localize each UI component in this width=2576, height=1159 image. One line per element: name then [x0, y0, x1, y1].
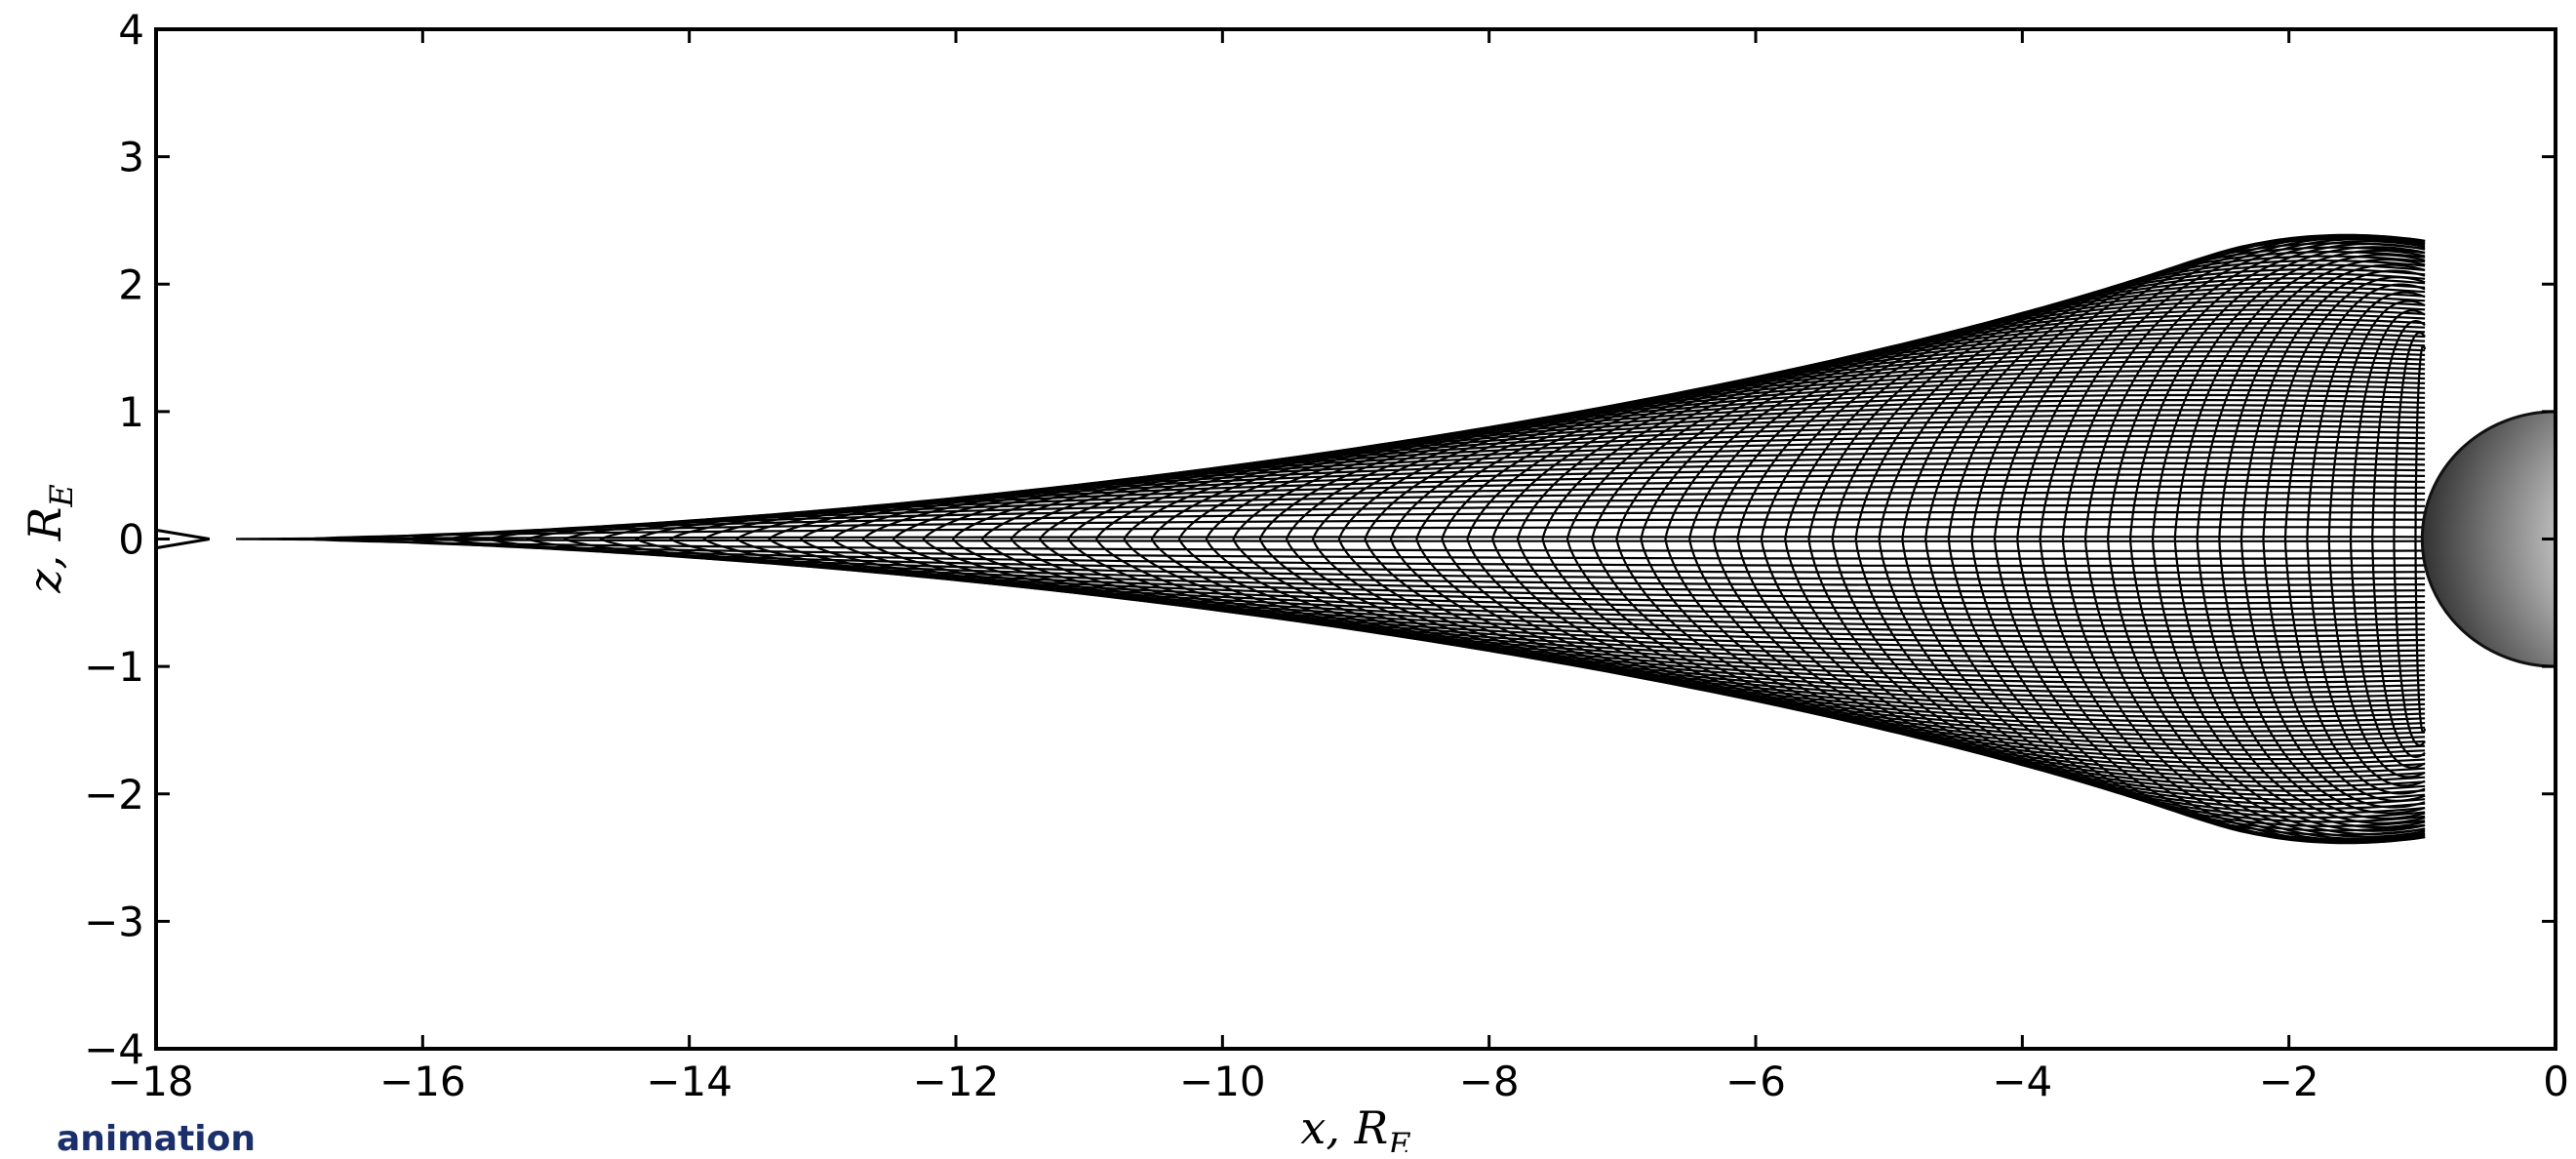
- field-line: [768, 451, 2426, 627]
- field-line: [1591, 303, 2426, 775]
- field-line: [2039, 236, 2426, 842]
- field-line: [2283, 283, 2426, 795]
- y-tick-label: 1: [118, 388, 144, 436]
- field-line: [1039, 404, 2426, 674]
- field-line: [2016, 234, 2426, 844]
- field-line: [922, 424, 2426, 654]
- x-tick-label: −12: [913, 1058, 1000, 1105]
- plot-area: [156, 233, 2556, 845]
- field-line: [2151, 249, 2426, 829]
- y-tick-label: 0: [118, 516, 144, 564]
- field-line: [1095, 393, 2426, 685]
- field-line: [1123, 388, 2426, 690]
- field-line: [1993, 234, 2426, 844]
- plot-frame: [154, 27, 2557, 1051]
- x-tick-label: −14: [646, 1058, 733, 1105]
- field-line: [1415, 336, 2426, 742]
- x-tick-label: −18: [107, 1058, 194, 1105]
- x-tick-label: −16: [379, 1058, 466, 1105]
- y-tick-label: 3: [118, 134, 144, 181]
- field-line: [735, 457, 2426, 621]
- y-tick-label: −1: [84, 643, 144, 691]
- field-line: [1205, 374, 2426, 704]
- field-line: [2196, 258, 2426, 820]
- field-line: [2349, 309, 2426, 769]
- x-axis: −18 −16 −14 −12 −10 −8 −6 −4 −2 0: [107, 29, 2569, 1105]
- field-line: [2393, 332, 2426, 746]
- x-tick-label: −4: [1992, 1058, 2052, 1105]
- field-line: [526, 491, 2426, 587]
- field-line: [1970, 233, 2426, 845]
- field-line: [892, 429, 2426, 649]
- field-line: [563, 485, 2426, 593]
- field-line: [2061, 237, 2426, 841]
- x-tick-label: −8: [1459, 1058, 1520, 1105]
- y-tick-label: −4: [84, 1025, 144, 1073]
- y-tick-label: −2: [84, 771, 144, 819]
- field-line: [1067, 399, 2426, 679]
- field-line: [308, 526, 2426, 552]
- field-line: [952, 419, 2426, 659]
- field-line: [2128, 246, 2426, 832]
- field-line: [2173, 254, 2426, 824]
- field-line: [634, 473, 2426, 605]
- x-tick-label: −10: [1179, 1058, 1266, 1105]
- field-line: [2327, 300, 2426, 779]
- field-line: [1312, 354, 2426, 724]
- field-line: [1466, 327, 2426, 751]
- field-line: [2414, 344, 2427, 734]
- field-line: [831, 440, 2426, 638]
- field-line: [1337, 350, 2426, 728]
- tail-field-line: [156, 528, 210, 550]
- field-line: [2262, 276, 2426, 802]
- field-line: [402, 510, 2426, 568]
- x-tick-label: 0: [2543, 1058, 2569, 1105]
- field-line: [2371, 319, 2426, 759]
- field-lines-group: [156, 233, 2427, 845]
- field-line: [1664, 290, 2426, 788]
- field-line: [356, 518, 2426, 560]
- field-line: [2306, 291, 2426, 787]
- field-line: [2084, 240, 2426, 838]
- field-line: [236, 536, 2426, 542]
- field-line: [487, 498, 2426, 580]
- x-axis-label: x, RE: [1300, 1101, 1410, 1152]
- field-line: [669, 467, 2426, 611]
- field-line: [981, 414, 2426, 664]
- field-line: [2106, 242, 2426, 836]
- y-axis: −4 −3 −2 −1 0 1 2 3 4: [84, 6, 2556, 1073]
- field-line: [2218, 263, 2426, 815]
- x-tick-label: −2: [2259, 1058, 2319, 1105]
- field-line: [1010, 409, 2426, 669]
- field-line: [2239, 269, 2426, 809]
- field-line: [702, 461, 2426, 617]
- x-tick-label: −6: [1725, 1058, 1786, 1105]
- animation-link[interactable]: animation: [57, 1119, 256, 1159]
- y-tick-label: −3: [84, 898, 144, 945]
- field-line: [1389, 340, 2426, 738]
- y-tick-label: 2: [118, 260, 144, 308]
- field-line: [1258, 364, 2426, 714]
- field-line: [1541, 313, 2426, 765]
- y-axis-label: z, RE: [19, 484, 80, 593]
- field-line: [1178, 379, 2426, 699]
- field-line: [599, 479, 2426, 599]
- y-tick-label: 4: [118, 6, 144, 54]
